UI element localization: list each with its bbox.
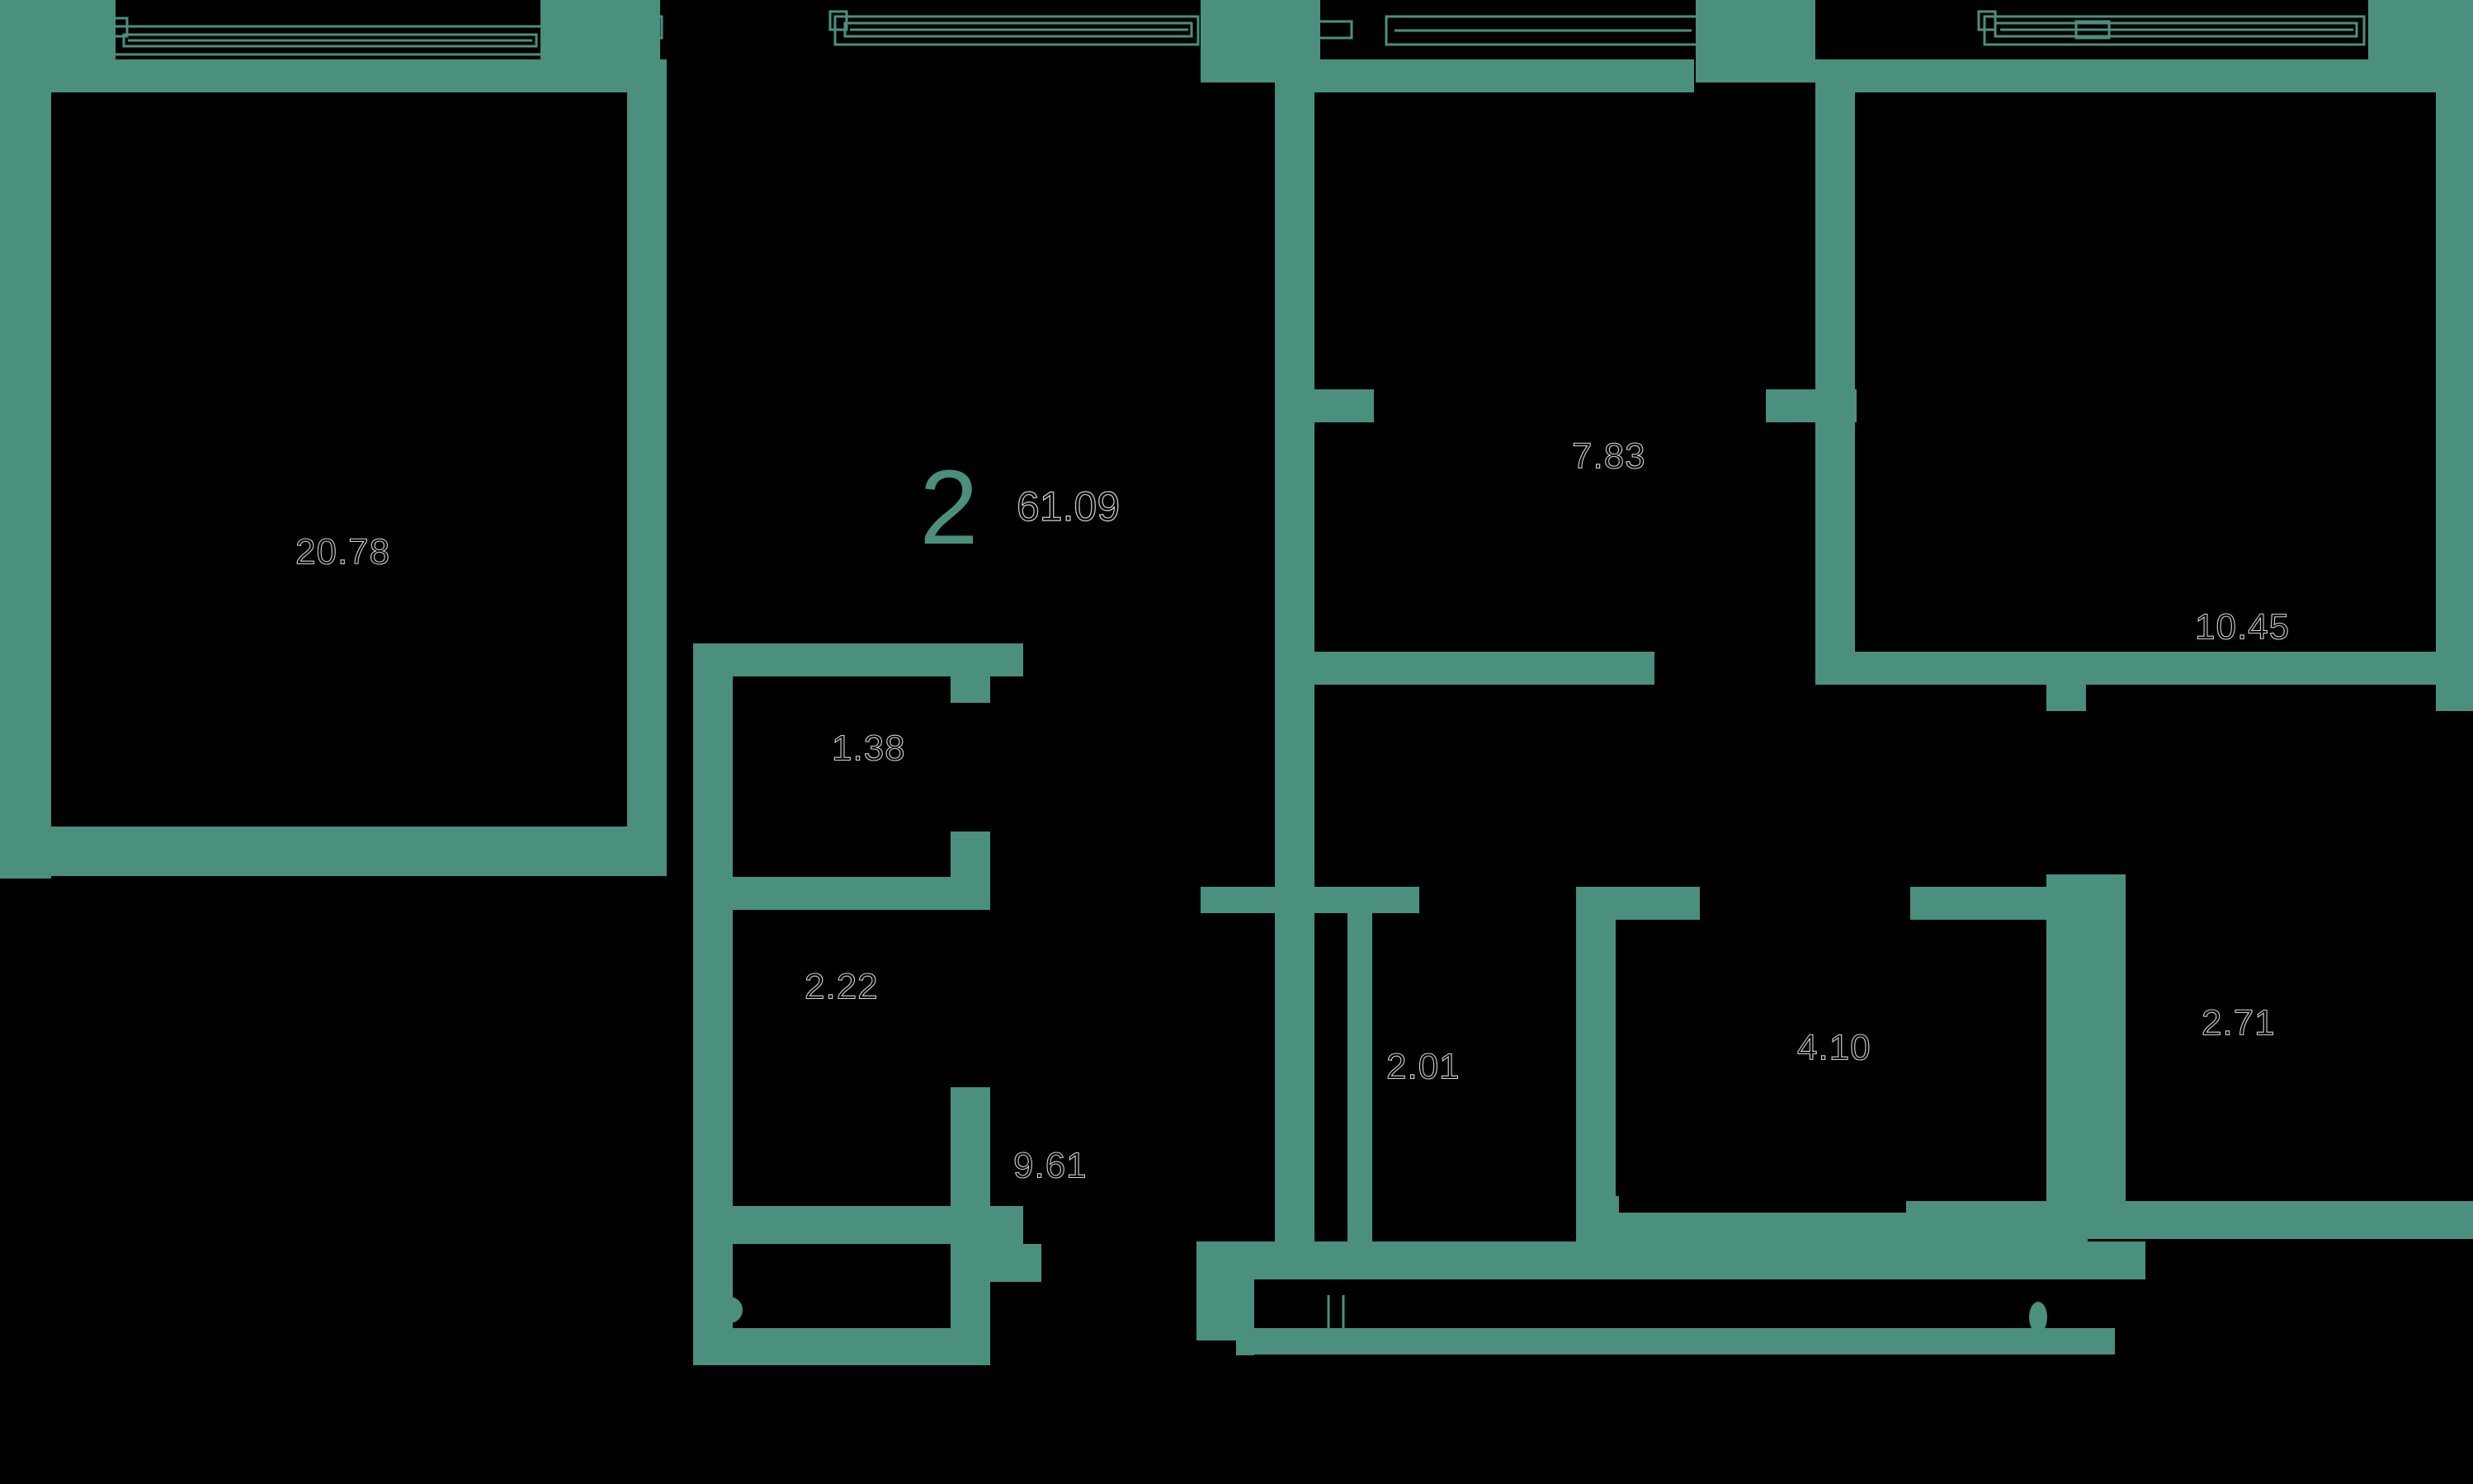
area-label-closet-lower: 2.22	[805, 967, 879, 1007]
wall-bottom-left-drop	[1196, 1241, 1236, 1340]
area-label-kitchen: 7.83	[1572, 436, 1646, 477]
drain-oval-icon	[2029, 1302, 2047, 1333]
wall-bed-center-right	[2046, 874, 2086, 1221]
wall-kitchen-bottom-right	[1815, 652, 2079, 685]
wall-bedroom-right-bottom	[2046, 652, 2473, 685]
wall-closet-right-lower	[951, 1087, 990, 1269]
wall-bed-center-left	[1576, 887, 1616, 1246]
wall-kitchen-top	[1314, 59, 1694, 92]
wall-right-outer	[2436, 59, 2473, 711]
wall-kitchen-nook-right	[1766, 389, 1857, 422]
wall-loggia-bottom	[2086, 1201, 2473, 1239]
area-label-bathroom-small: 2.01	[1386, 1047, 1461, 1087]
wall-bottom-main	[1196, 1241, 2145, 1279]
rooms-count-label: 2	[919, 449, 978, 567]
wall-bath-small-top	[1201, 887, 1419, 913]
wall-bedroom-right-stub	[2046, 652, 2086, 711]
wall-bed-center-top-left	[1576, 887, 1700, 920]
area-label-bedroom-right: 10.45	[2195, 607, 2290, 648]
wall-kitchen-right	[1815, 59, 1855, 670]
wall-living-top	[0, 59, 660, 92]
labels-group: 2 61.09 20.78 7.83 10.45 1.38 2.22 9.61 …	[295, 436, 2290, 1186]
wall-loggia-left	[2086, 874, 2126, 1221]
wall-closet-top-right-stub	[951, 643, 990, 703]
wall-closet-bottom-most	[693, 1328, 990, 1365]
wall-kitchen-bottom-left	[1275, 652, 1654, 685]
drain-circle-icon	[716, 1297, 743, 1323]
wall-bath-small-divider	[1347, 887, 1372, 1241]
area-label-closet-upper: 1.38	[832, 728, 906, 769]
area-label-loggia-right: 2.71	[2202, 1003, 2276, 1044]
wall-left-outer	[0, 0, 51, 879]
area-label-bedroom-center: 4.10	[1797, 1028, 1871, 1068]
window-frame-marks	[1317, 20, 2111, 40]
window-living-left	[107, 16, 545, 56]
window-bedroom-right	[1977, 10, 2366, 46]
wall-loggia-shelf	[1906, 1201, 2088, 1239]
wall-lower-loggia-band	[1236, 1328, 2115, 1354]
area-label-hallway: 9.61	[1013, 1146, 1088, 1186]
area-label-living-room: 20.78	[295, 532, 390, 572]
wall-kitchen-nook-left	[1275, 389, 1374, 422]
wall-living-right	[627, 59, 667, 827]
wall-closet-divider-stub	[951, 832, 990, 910]
window-kitchen-right	[1385, 15, 1701, 46]
fixtures-group	[716, 1297, 2047, 1333]
wall-living-bottom	[0, 827, 667, 876]
thin-partitions-group	[1327, 1295, 1345, 1353]
wall-hallway-stub-right	[951, 1244, 1041, 1282]
windows-group	[107, 10, 2366, 56]
wall-closet-divider	[693, 877, 990, 910]
wall-top-left-stub	[0, 0, 116, 59]
walls-group	[0, 0, 2473, 1365]
wall-lower-loggia-left-jamb	[1236, 1279, 1254, 1355]
wall-bedroom-right-top	[1855, 59, 2473, 92]
wall-top-seg-c	[1696, 0, 1815, 82]
window-living-right	[545, 15, 663, 40]
total-area-label: 61.09	[1017, 483, 1120, 530]
window-kitchen	[828, 10, 1200, 46]
